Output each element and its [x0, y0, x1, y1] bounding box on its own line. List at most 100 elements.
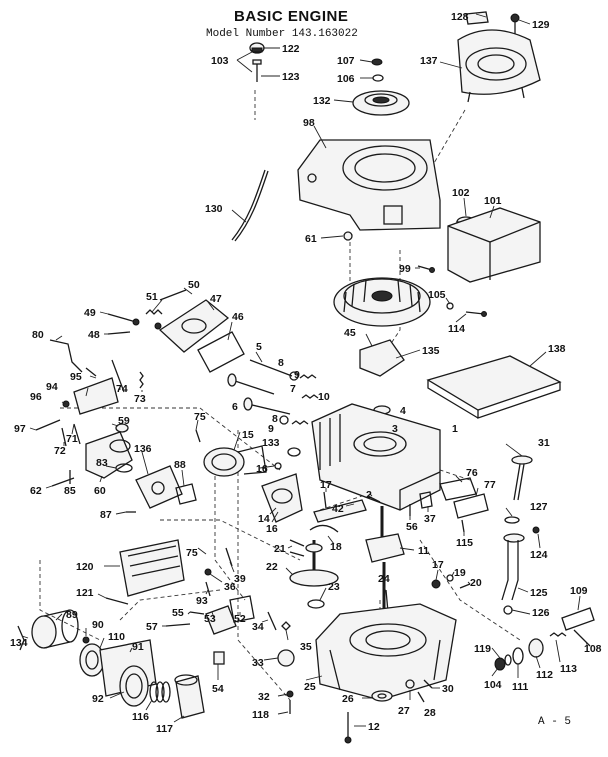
callout-72: 72	[54, 445, 66, 457]
part-108-screw	[573, 629, 591, 647]
part-92-cover	[119, 665, 149, 707]
callout-5: 5	[256, 341, 262, 353]
callout-92: 92	[92, 693, 104, 705]
callout-107: 107	[337, 55, 355, 67]
callout-101: 101	[484, 195, 502, 207]
callout-9b: 9	[268, 423, 274, 435]
callout-115: 115	[456, 537, 473, 549]
callout-10: 10	[318, 391, 330, 403]
callout-130: 130	[205, 203, 223, 215]
callout-123: 123	[282, 71, 300, 83]
part-113-spring	[549, 632, 567, 637]
callout-87: 87	[100, 509, 112, 521]
callout-59: 59	[118, 415, 130, 427]
part-107-screw	[371, 58, 383, 66]
callout-12: 12	[368, 721, 380, 733]
callout-117: 117	[156, 723, 173, 735]
part-106-washer	[372, 74, 384, 82]
part-126-seal	[503, 605, 513, 615]
callout-134: 134	[10, 637, 28, 649]
part-37-bracket	[419, 491, 433, 509]
callout-102: 102	[452, 187, 470, 199]
part-128-decal	[465, 11, 489, 25]
part-74-link	[111, 359, 125, 393]
part-31-dipstick	[511, 455, 533, 501]
callout-125: 125	[530, 587, 548, 599]
part-54-plate	[213, 651, 225, 665]
part-116-spring	[149, 681, 171, 703]
callout-4: 4	[400, 405, 406, 417]
callout-34: 34	[252, 621, 264, 633]
part-34-spring	[267, 611, 277, 631]
callout-124: 124	[530, 549, 548, 561]
part-120-muffler	[119, 539, 185, 597]
part-136-carb-bowl	[135, 465, 183, 509]
part-48-screw	[107, 331, 131, 335]
part-50-screw	[159, 289, 187, 301]
callout-23: 23	[328, 581, 340, 593]
callout-9a: 9	[294, 369, 300, 381]
callout-17: 17	[320, 479, 332, 491]
callout-6: 6	[232, 401, 238, 413]
part-39-screw	[225, 547, 233, 567]
part-12-bolt	[344, 712, 352, 744]
part-73-spring	[139, 371, 144, 389]
part-46-gasket	[197, 331, 245, 373]
part-60-carburetor	[85, 431, 133, 479]
callout-33: 33	[252, 657, 264, 669]
callout-27: 27	[398, 705, 410, 717]
part-111-washer	[512, 647, 524, 665]
part-138-filter-pad	[426, 355, 562, 419]
callout-52: 52	[234, 613, 246, 625]
part-11-crankshaft	[365, 506, 405, 608]
callout-49: 49	[84, 307, 96, 319]
model-number: Model Number 143.163022	[206, 28, 358, 40]
part-90-gasket	[82, 636, 90, 644]
callout-108: 108	[584, 643, 602, 655]
part-2-piston-pin	[367, 495, 381, 503]
part-28-screw	[417, 691, 425, 703]
callout-28: 28	[424, 707, 436, 719]
part-16-gasket	[274, 462, 282, 470]
part-61-bolt	[343, 231, 353, 241]
part-99-screw	[417, 265, 435, 273]
callout-129: 129	[532, 19, 550, 31]
part-98-blower-housing	[297, 139, 441, 231]
callout-121: 121	[76, 587, 94, 599]
callout-111: 111	[512, 681, 529, 693]
callout-51: 51	[146, 291, 158, 303]
callout-103: 103	[211, 55, 229, 67]
callout-18: 18	[330, 541, 342, 553]
part-1-cylinder-block	[311, 403, 441, 511]
callout-122: 122	[282, 43, 300, 55]
callout-105: 105	[428, 289, 446, 301]
callout-128: 128	[451, 11, 469, 23]
part-93-screw	[205, 581, 211, 597]
part-135-flywheel	[333, 277, 431, 377]
part-119-washer	[504, 654, 512, 666]
callout-48: 48	[88, 329, 100, 341]
callout-106: 106	[337, 73, 355, 85]
part-129-screw	[510, 13, 520, 34]
part-115-screw	[461, 519, 465, 533]
callout-112: 112	[536, 669, 553, 681]
part-52-gasket	[229, 595, 255, 623]
part-18-rod-cap	[309, 524, 339, 533]
callout-118: 118	[252, 709, 269, 721]
callout-88: 88	[174, 459, 186, 471]
callout-77: 77	[484, 479, 496, 491]
part-5-valve	[249, 359, 293, 377]
callout-109: 109	[570, 585, 588, 597]
part-36-screw	[204, 568, 212, 576]
callout-8a: 8	[278, 357, 284, 369]
part-19-washer	[446, 574, 454, 582]
part-80-rod	[49, 339, 83, 373]
callout-25: 25	[304, 681, 316, 693]
callout-114: 114	[448, 323, 465, 335]
part-7-valve	[243, 397, 291, 415]
part-104-nut	[494, 657, 506, 671]
callout-110: 110	[108, 631, 125, 643]
part-42-connecting-rod	[313, 499, 367, 523]
part-125-oil-tube	[501, 533, 525, 601]
part-30-screw	[423, 679, 433, 689]
